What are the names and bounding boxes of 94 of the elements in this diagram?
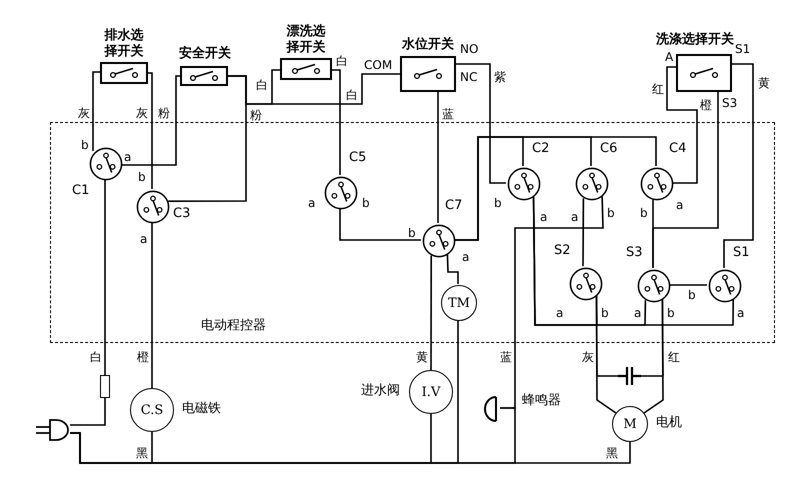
wire-label: 橙 — [700, 98, 712, 112]
component-label: C2 — [532, 142, 550, 156]
wire-label: a — [676, 198, 684, 212]
component-name: 电机 — [656, 416, 682, 430]
wire — [151, 223, 153, 388]
wire — [644, 299, 664, 414]
wire-label: 灰 — [582, 350, 594, 364]
component-label: C6 — [600, 142, 618, 156]
wire-label: b — [362, 196, 370, 210]
wire-label: a — [124, 150, 132, 164]
wire-label: COM — [364, 58, 392, 72]
switch-label: 洗涤选择开关 — [655, 32, 735, 48]
wire-label: S3 — [722, 96, 738, 110]
component-label: C1 — [72, 184, 90, 198]
component-name: 进水阀 — [361, 384, 400, 398]
wire-label: a — [737, 306, 744, 320]
wire-label: 黄 — [758, 76, 770, 90]
wire-label: a — [634, 306, 642, 320]
wire-label: b — [640, 206, 648, 220]
controller-label: 电动程控器 — [201, 319, 266, 333]
wire-label: A — [665, 50, 674, 64]
switch-label: 安全开关 — [178, 46, 232, 62]
component-circle: I.V — [409, 370, 453, 414]
component-label: S1 — [733, 246, 750, 260]
wire — [70, 398, 106, 426]
wire-label: 灰 — [136, 106, 148, 120]
wire-label: a — [556, 306, 564, 320]
wire — [430, 256, 432, 370]
wire — [104, 180, 106, 375]
wire — [455, 136, 657, 241]
wire — [652, 200, 654, 268]
wire — [92, 71, 100, 151]
wire — [437, 92, 439, 223]
component-name: 蜂鸣器 — [522, 394, 561, 408]
component-label: C4 — [669, 142, 686, 156]
wire-label: 黑 — [606, 446, 618, 460]
wire-label: S1 — [735, 42, 750, 56]
wire — [148, 72, 153, 189]
component-label: S2 — [554, 244, 571, 258]
wire-label: 白 — [90, 350, 102, 364]
wire-label: NC — [460, 70, 478, 84]
wire-label: b — [667, 306, 675, 320]
wire — [596, 296, 616, 414]
wire-label: a — [308, 196, 316, 210]
component-label: C5 — [349, 151, 366, 165]
wire-label: 白 — [346, 88, 358, 102]
switch-label: 漂洗选择开关 — [285, 24, 326, 56]
component-label: C3 — [173, 207, 190, 221]
wire-label: 紫 — [494, 70, 506, 84]
switch-label: 排水选择开关 — [103, 28, 144, 60]
wire — [332, 69, 341, 175]
component-name: 电磁铁 — [182, 402, 221, 416]
wire-label: 红 — [668, 350, 680, 364]
wire — [456, 63, 506, 184]
component-circle: M — [612, 406, 648, 442]
switch-label: 水位开关 — [400, 37, 455, 53]
wire — [532, 196, 734, 326]
component-circle: TM — [441, 285, 477, 321]
wire — [582, 198, 584, 266]
controller-outline — [50, 122, 775, 343]
wire-label: a — [140, 232, 148, 246]
wire-label: 粉 — [158, 106, 170, 120]
wire-label: b — [494, 196, 502, 210]
component-circle: C.S — [130, 388, 174, 432]
wire-label: 粉 — [250, 108, 262, 122]
wire-label: 红 — [652, 82, 664, 96]
wire-label: b — [607, 206, 615, 220]
wire-label: a — [462, 250, 470, 264]
wire-label: b — [81, 138, 89, 152]
wire-label: b — [688, 288, 696, 302]
wire — [339, 209, 421, 241]
wire — [670, 284, 707, 286]
wire-label: 黄 — [416, 350, 428, 364]
wire-label: b — [601, 306, 609, 320]
wire-label: b — [408, 226, 416, 240]
wire-label: 灰 — [78, 106, 90, 120]
wire-label: a — [540, 210, 548, 224]
wire — [666, 66, 698, 184]
wire — [122, 75, 180, 166]
wire-label: 蓝 — [500, 350, 512, 364]
wire-label: 橙 — [137, 350, 149, 364]
wire-label: a — [571, 210, 578, 224]
wire-label: 白 — [336, 54, 348, 68]
component-label: C7 — [445, 199, 462, 213]
wire-label: NO — [460, 42, 478, 56]
component-label: S3 — [626, 246, 643, 260]
wire — [723, 63, 754, 268]
wire — [228, 73, 400, 105]
wire-label: 黑 — [136, 446, 148, 460]
wire — [446, 254, 459, 284]
wire-label: b — [138, 170, 146, 184]
wire-label: 蓝 — [442, 107, 454, 121]
wire — [70, 432, 631, 464]
wire-label: 白 — [256, 78, 268, 92]
